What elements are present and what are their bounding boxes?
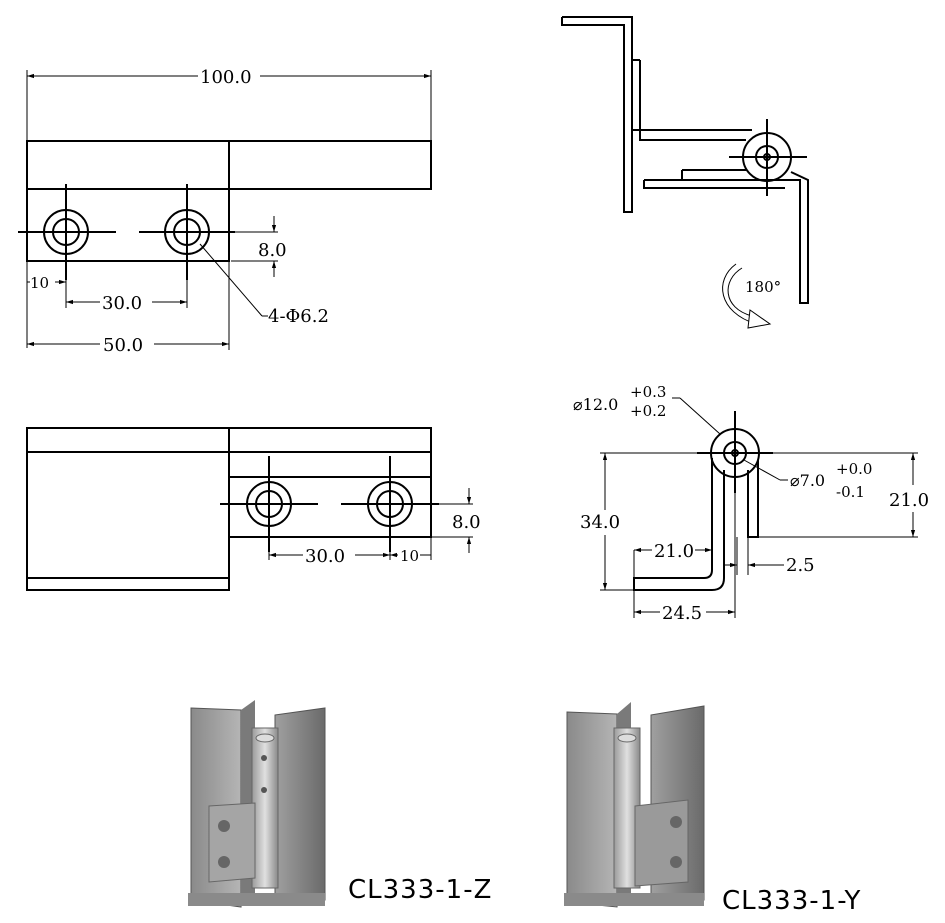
bottom-view: 8.0 30.0 10 — [26, 427, 481, 591]
section-view-rotation: 180° — [561, 16, 809, 329]
dim-edge-offset: 10 — [30, 274, 49, 292]
product-image-right — [564, 702, 705, 908]
dim-hole-pitch: 30.0 — [102, 293, 142, 314]
hole-lower-left — [220, 456, 318, 552]
dim-base-width: 24.5 — [662, 603, 702, 624]
knuckle-tol-upper: +0.3 — [630, 383, 666, 401]
rotation-angle: 180° — [745, 278, 781, 296]
hole-lower-right — [341, 456, 439, 552]
dim-lower-pitch: 30.0 — [305, 546, 345, 567]
dim-hole-vertical: 8.0 — [258, 240, 287, 261]
dim-lower-hole-offset: 8.0 — [452, 512, 481, 533]
dim-leaf-length: 50.0 — [103, 335, 143, 356]
hole-right — [139, 184, 235, 280]
profile-section: 34.0 21.0 21.0 2.5 24.5 ⌀12.0 +0.3 +0.2 — [573, 383, 929, 624]
top-view: 100.0 8.0 10 30.0 50.0 4-Φ6.2 — [18, 67, 432, 356]
dim-lower-edge: 10 — [400, 547, 419, 565]
hole-callout: 4-Φ6.2 — [268, 306, 329, 327]
product-image-left — [188, 700, 326, 908]
dim-height-right: 21.0 — [889, 490, 929, 511]
pin-tol-upper: +0.0 — [836, 460, 872, 478]
pin-tol-lower: -0.1 — [836, 483, 865, 501]
model-label-right: CL333-1-Y — [722, 886, 861, 916]
pin-dia: ⌀7.0 — [790, 471, 825, 490]
knuckle-outer-dia: ⌀12.0 — [573, 395, 618, 414]
dim-flange-width: 21.0 — [654, 541, 694, 562]
knuckle-tol-lower: +0.2 — [630, 402, 666, 420]
dim-thickness: 2.5 — [786, 555, 815, 576]
dim-overall-length: 100.0 — [200, 67, 252, 88]
hole-left — [18, 184, 116, 280]
model-label-left: CL333-1-Z — [348, 875, 492, 905]
dim-height-left: 34.0 — [580, 512, 620, 533]
